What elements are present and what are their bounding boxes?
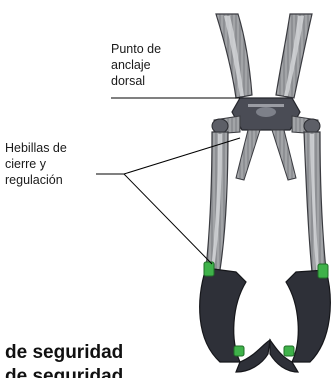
chest-strap — [211, 115, 321, 135]
leg-loop-left — [199, 267, 271, 373]
anchor-label-line1: Punto de — [111, 42, 162, 56]
buckles-label-line2: cierre y — [5, 157, 46, 171]
shoulder-strap-right — [275, 13, 313, 99]
leader-lines — [96, 97, 241, 265]
buckles-label-line3: regulación — [5, 173, 63, 187]
buckle-leader-line-upper — [123, 137, 241, 175]
body-strap-right — [303, 131, 327, 273]
buckles-label-line1: Hebillas de — [5, 141, 67, 155]
body-strap-left — [205, 131, 229, 271]
green-buckles — [203, 261, 329, 357]
anchor-label-line2: anclaje — [111, 58, 151, 72]
section-heading-cut: de seguridad — [5, 366, 124, 378]
dorsal-anchor-plate — [231, 97, 301, 131]
anchor-point-label: Punto de anclaje dorsal — [111, 41, 201, 89]
leg-loop-right — [269, 269, 331, 373]
center-straps — [235, 129, 297, 181]
buckles-label: Hebillas de cierre y regulación — [5, 140, 105, 188]
section-heading: de seguridad — [5, 342, 124, 363]
buckle-leader-line-lower — [123, 173, 213, 265]
anchor-label-line3: dorsal — [111, 74, 146, 88]
shoulder-strap-left — [215, 13, 253, 99]
